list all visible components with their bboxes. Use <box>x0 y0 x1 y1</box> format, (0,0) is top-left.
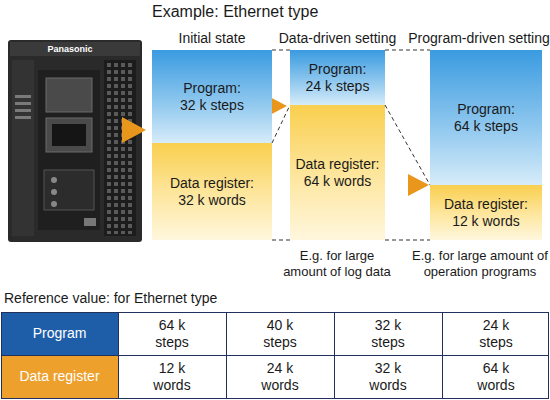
column-heading: Data-driven setting <box>272 29 403 47</box>
transition-arrow <box>122 117 146 143</box>
connector-pins <box>106 62 134 234</box>
brand-name: Panasonic <box>30 43 110 55</box>
example-note: E.g. for large amount of log data <box>281 247 393 281</box>
plc-terminal-block <box>44 170 94 210</box>
program-area-box: Program: 64 k steps <box>430 50 542 185</box>
plc-led <box>15 95 31 98</box>
plc-illustration <box>8 40 142 242</box>
memory-size-text: Program: 24 k steps <box>303 61 373 95</box>
table-cell: 40 k steps <box>255 312 305 355</box>
example-note: E.g. for large amount of operation progr… <box>410 247 550 281</box>
plc-connector <box>104 60 136 236</box>
table-rule <box>118 312 119 398</box>
plc-screw <box>51 201 57 207</box>
table-rule <box>442 312 443 398</box>
row-header: Program <box>1 312 118 355</box>
table-border <box>2 313 549 399</box>
table-rule <box>334 312 335 398</box>
dashed-mapping-line <box>385 50 430 51</box>
data-register-box: Data register: 64 k words <box>290 105 385 240</box>
table-header-cell <box>1 355 118 398</box>
table-cell: 12 k words <box>147 355 197 398</box>
column-heading: Initial state <box>152 29 272 47</box>
table-cell: 32 k words <box>363 355 413 398</box>
memory-size-text: Data register: 12 k words <box>440 196 532 230</box>
plc-port <box>46 78 92 112</box>
row-header: Data register <box>1 355 118 398</box>
ethernet-port <box>46 118 92 152</box>
plc-top-band <box>10 42 140 56</box>
transition-arrow <box>408 174 429 196</box>
column-heading: Program-driven setting <box>408 29 550 47</box>
table-rule <box>226 312 227 398</box>
dashed-mapping-line <box>272 240 290 241</box>
diagram-title: Example: Ethernet type <box>152 3 318 21</box>
memory-size-text: Program: 64 k steps <box>451 101 521 135</box>
usb-port <box>84 218 96 226</box>
table-rule <box>1 355 549 356</box>
memory-size-text: Data register: 32 k words <box>166 175 258 209</box>
plc-screw <box>51 189 57 195</box>
table-cell: 64 k words <box>471 355 521 398</box>
memory-size-text: Data register: 64 k words <box>292 156 384 190</box>
program-area-box: Program: 32 k steps <box>152 50 272 143</box>
dashed-mapping-line <box>272 50 290 51</box>
table-cell: 24 k steps <box>471 312 521 355</box>
ethernet-socket <box>52 124 86 146</box>
program-area-box: Program: 24 k steps <box>290 50 385 105</box>
plc-center-panel <box>38 70 100 230</box>
table-cell: 64 k steps <box>147 312 197 355</box>
plc-led <box>15 116 31 119</box>
table-cell: 24 k words <box>255 355 305 398</box>
boundary-mapping-line <box>272 105 290 143</box>
plc-led <box>15 109 31 112</box>
data-register-box: Data register: 12 k words <box>430 185 542 240</box>
plc-screw <box>51 177 57 183</box>
plc-led <box>15 102 31 105</box>
plc-left-panel <box>12 60 34 236</box>
data-register-box: Data register: 32 k words <box>152 143 272 240</box>
plc-body <box>8 40 142 242</box>
table-header-cell <box>1 312 118 355</box>
table-grid <box>1 312 549 399</box>
table-caption: Reference value: for Ethernet type <box>4 289 304 307</box>
table-cell: 32 k steps <box>363 312 413 355</box>
boundary-mapping-line <box>385 105 430 185</box>
memory-size-text: Program: 32 k steps <box>177 80 247 114</box>
dashed-mapping-line <box>385 240 430 241</box>
